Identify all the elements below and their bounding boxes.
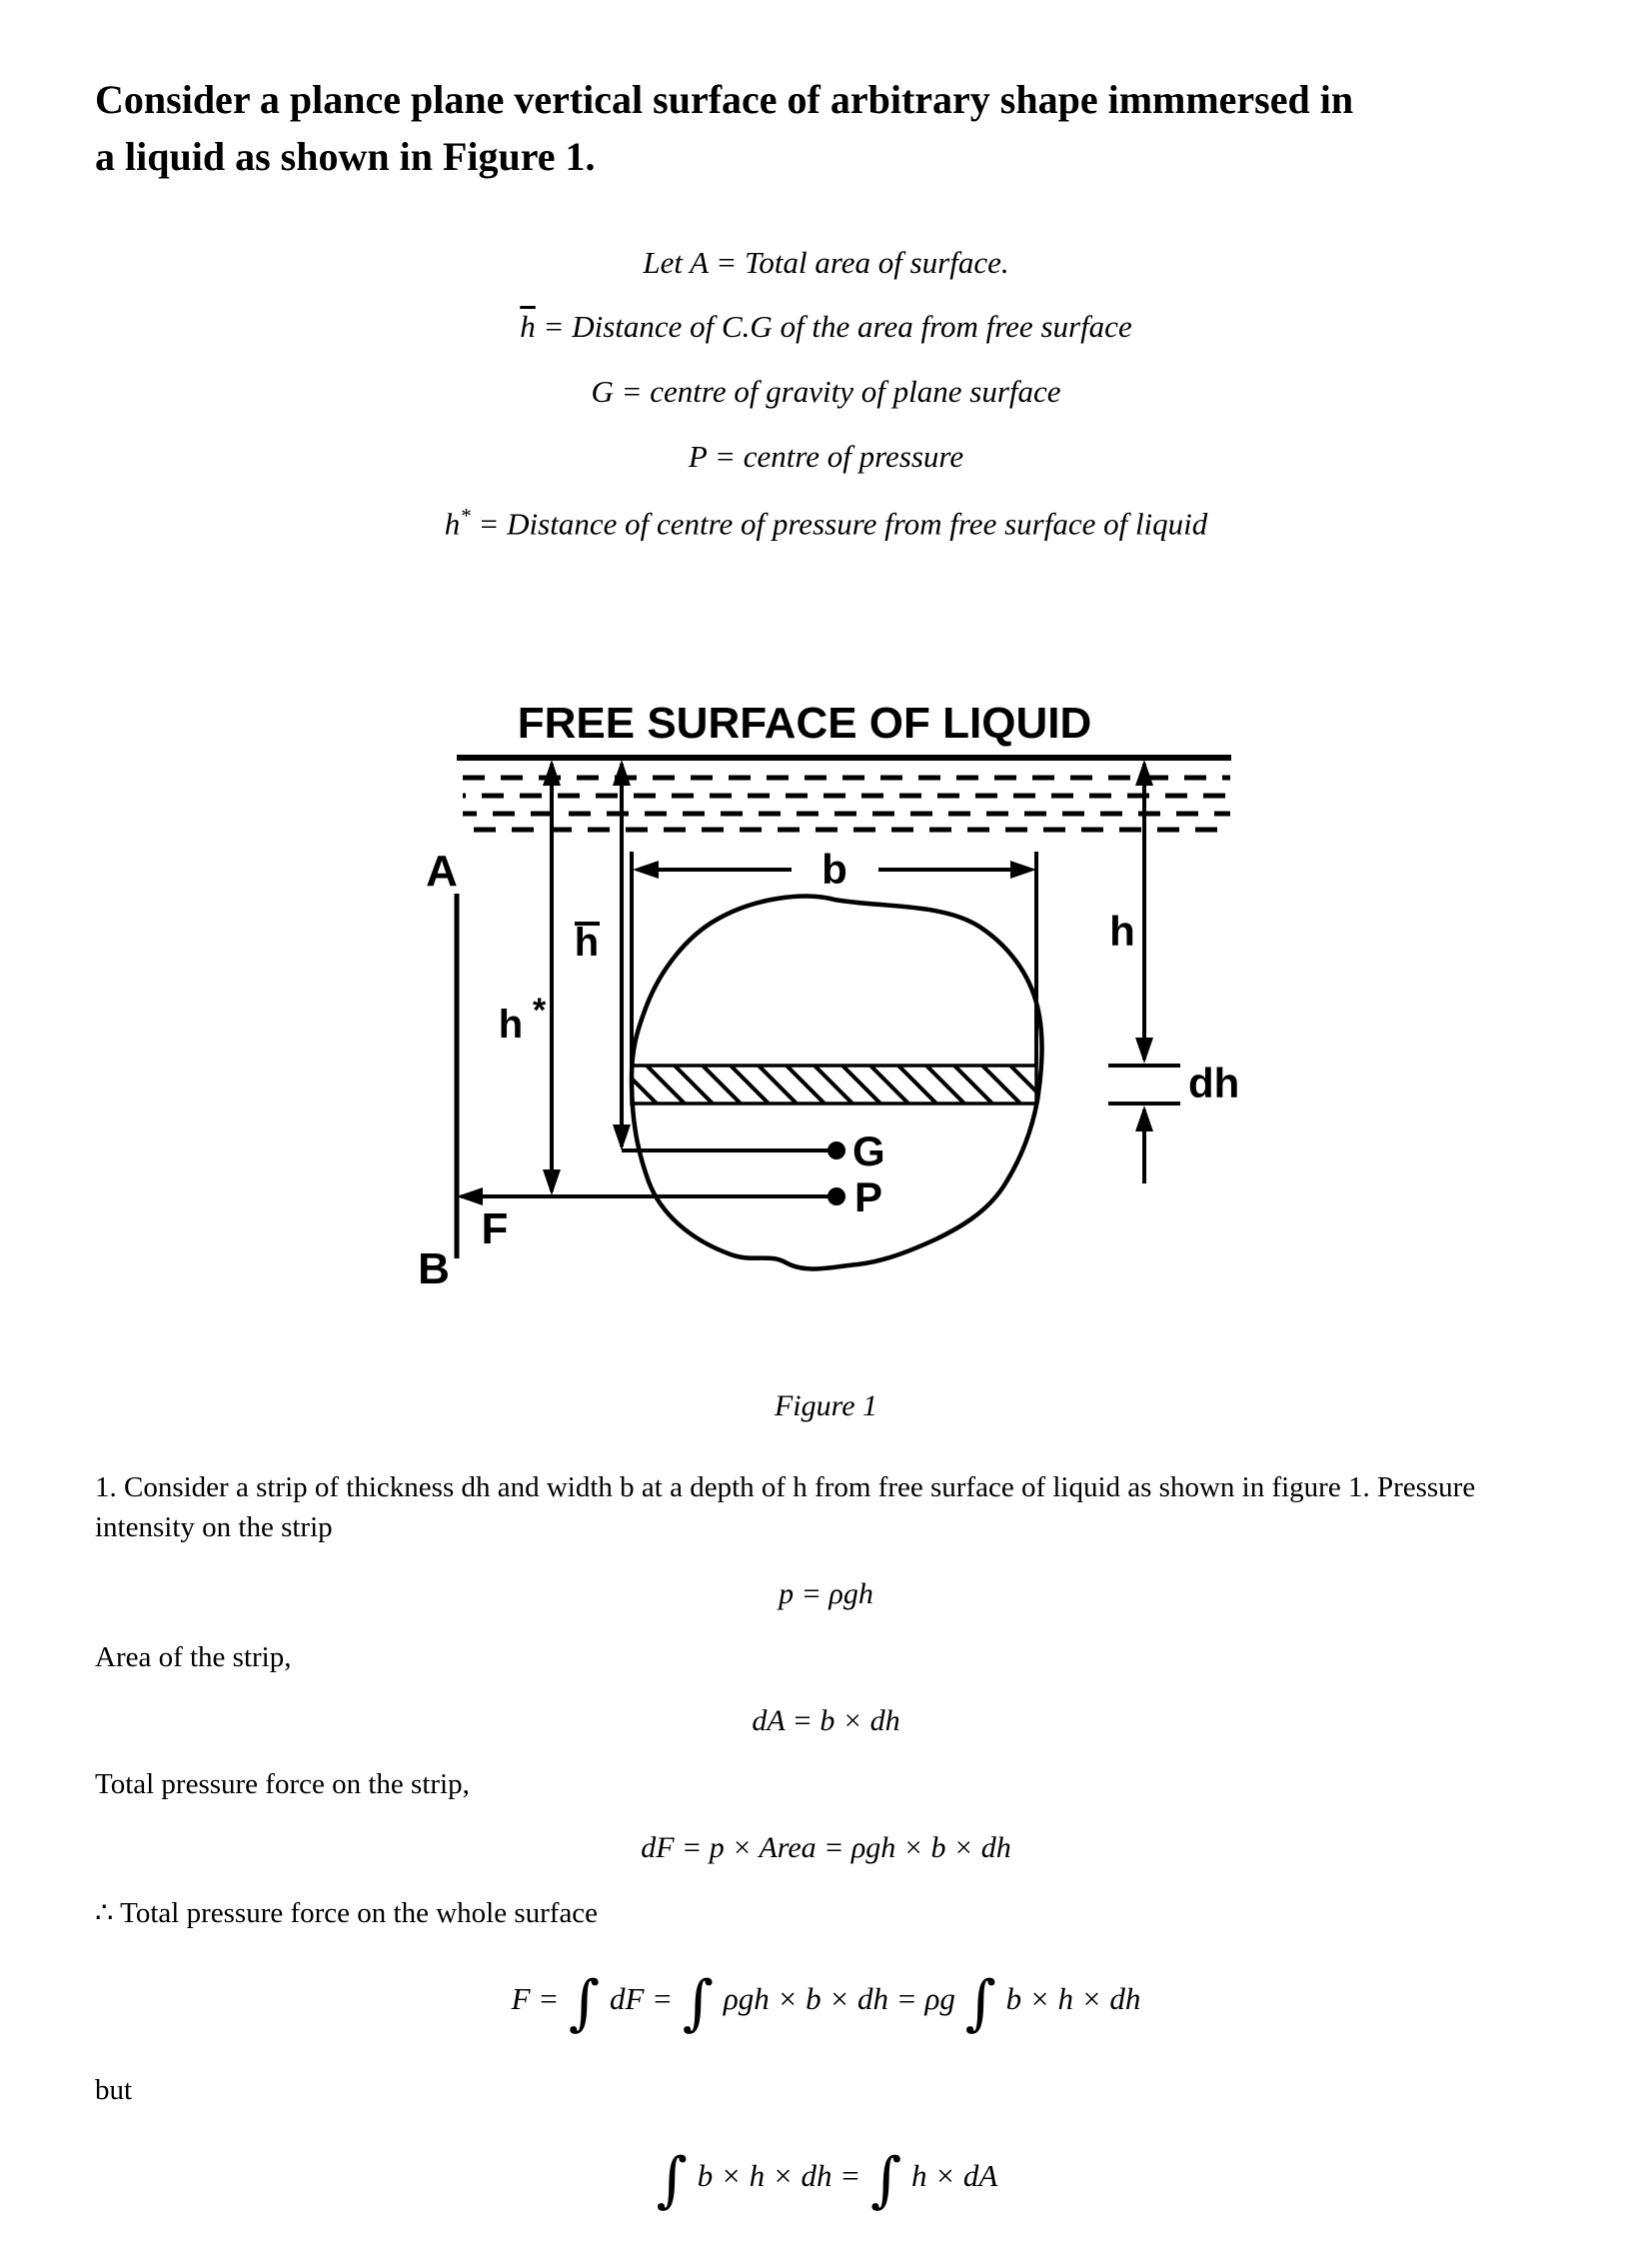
definition-text: P = centre of pressure	[688, 438, 964, 474]
definition-line-cp: P = centre of pressure	[95, 438, 1557, 477]
label-hstar: h	[498, 1003, 522, 1047]
label-but: but	[95, 2073, 133, 2106]
equation-pressure-intensity: p = ρgh	[779, 1576, 873, 1610]
figure-1: FREE SURFACE OF LIQUID A B	[95, 694, 1557, 1313]
figure-caption: Figure 1	[774, 1388, 878, 1422]
hbar-bottom-arrowhead	[612, 1124, 631, 1150]
equation-segment: F =	[511, 1980, 567, 2016]
pressure-centre-point	[826, 1186, 845, 1205]
strip-element	[629, 1063, 1038, 1106]
label-p: P	[854, 1173, 882, 1220]
equation-segment: ρgh × b × dh = ρg	[716, 1980, 963, 2016]
equation-segment: h × dA	[903, 2157, 998, 2193]
dh-arrowhead	[1134, 1105, 1153, 1132]
equation-moment-identity: ∫ b × h × dh = ∫ h × dA	[95, 2131, 1557, 2221]
definition-text: G = centre of gravity of plane surface	[591, 374, 1061, 410]
hstar-dimension	[542, 759, 561, 1195]
label-h: h	[1109, 908, 1135, 955]
equation-total-force: F = ∫ dF = ∫ ρgh × b × dh = ρg ∫ b × h ×…	[95, 1954, 1557, 2044]
centroid-point	[826, 1140, 845, 1159]
equation-force-strip: dF = p × Area = ρgh × b × dh	[641, 1830, 1011, 1864]
integral-sign: ∫	[568, 1967, 601, 2038]
integral-sign: ∫	[656, 2144, 688, 2215]
integral-sign: ∫	[964, 1967, 996, 2038]
definition-text: Let A = Total area of surface.	[643, 244, 1009, 280]
f-force-arrowhead	[456, 1186, 483, 1205]
label-b-width: b	[822, 846, 847, 893]
definition-line-hbar: h = Distance of C.G of the area from fre…	[95, 308, 1557, 347]
definition-line-cg: G = centre of gravity of plane surface	[95, 373, 1557, 412]
dh-dimension	[1107, 1063, 1180, 1183]
equation-area: dA = b × dh	[752, 1703, 900, 1737]
hbar-top-arrowhead	[612, 759, 631, 786]
hstar-symbol: h	[444, 505, 461, 541]
integral-sign: ∫	[869, 2144, 902, 2215]
h-top-arrowhead	[1134, 759, 1153, 786]
hstar-top-arrowhead	[542, 759, 561, 786]
page-content: Consider a plance plane vertical surface…	[0, 72, 1652, 2221]
h-bottom-arrowhead	[1134, 1037, 1153, 1064]
equation-segment: b × h × dh	[997, 1980, 1141, 2016]
definition-text: = Distance of centre of pressure from fr…	[470, 505, 1208, 541]
label-g: G	[852, 1128, 885, 1174]
equation-segment: dF =	[602, 1980, 681, 2016]
b-left-arrowhead	[632, 860, 659, 879]
b-dimension	[629, 851, 1038, 1065]
b-right-arrowhead	[1009, 860, 1036, 879]
definition-text: = Distance of C.G of the area from free …	[535, 309, 1132, 345]
equation-segment: b × h × dh =	[689, 2157, 868, 2193]
water-dashes	[462, 775, 1230, 833]
figure-1-drawing: FREE SURFACE OF LIQUID A B	[418, 699, 1239, 1293]
label-hstar-star: *	[533, 992, 547, 1030]
label-dh: dh	[1188, 1060, 1239, 1107]
label-area-of-strip: Area of the strip,	[95, 1640, 292, 1673]
label-force-on-strip: Total pressure force on the strip,	[95, 1767, 470, 1800]
label-a: A	[426, 847, 458, 896]
page-title: Consider a plance plane vertical surface…	[95, 77, 1354, 179]
label-force-whole-surface: ∴ Total pressure force on the whole surf…	[95, 1896, 599, 1929]
definition-line-hstar: h* = Distance of centre of pressure from…	[95, 503, 1557, 544]
label-f: F	[481, 1204, 508, 1253]
definitions-block: Let A = Total area of surface. h = Dista…	[95, 244, 1557, 544]
label-hbar: h	[574, 921, 598, 965]
paragraph-strip: 1. Consider a strip of thickness dh and …	[95, 1470, 1476, 1543]
hstar-superscript: *	[460, 503, 471, 528]
free-surface-label: FREE SURFACE OF LIQUID	[517, 699, 1090, 748]
integral-sign: ∫	[682, 1967, 715, 2038]
h-dimension	[1134, 759, 1153, 1064]
hbar-dimension	[574, 759, 631, 1150]
definition-line-total-area: Let A = Total area of surface.	[95, 244, 1557, 283]
label-b-axis: B	[418, 1244, 450, 1293]
hbar-symbol: h	[520, 309, 536, 345]
hstar-bottom-arrowhead	[542, 1168, 561, 1195]
